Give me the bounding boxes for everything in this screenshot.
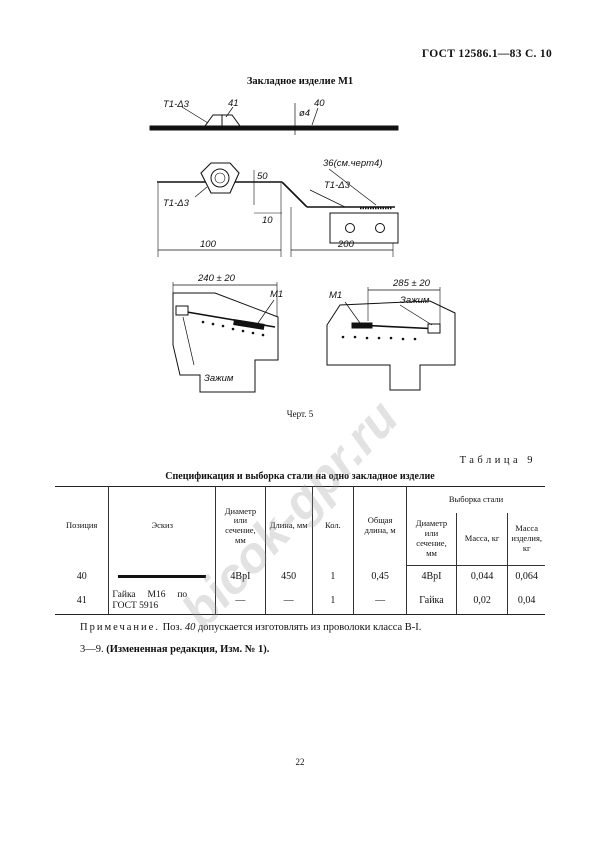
label-dia: ø4 xyxy=(299,108,310,119)
cell-qty: 1 xyxy=(311,565,355,588)
cell-position: 40 xyxy=(55,565,110,588)
label-dim285: 285 ± 20 xyxy=(392,278,431,289)
note-label: Примечание. xyxy=(80,622,160,633)
leader-ref36 xyxy=(328,168,377,206)
label-dim10: 10 xyxy=(262,215,273,226)
label-pos40: 40 xyxy=(314,98,325,109)
clamp-left xyxy=(175,305,189,316)
header-total-length: Общая длина, м xyxy=(353,486,408,566)
block-contour-left xyxy=(172,292,279,393)
cell-sel-diameter: Гайка xyxy=(406,588,457,615)
installation-view-left xyxy=(172,282,279,393)
leader-weld-top xyxy=(181,106,209,124)
cell-position: 41 xyxy=(55,588,110,615)
header-length: Длина, мм xyxy=(264,486,313,566)
clamp-right xyxy=(427,323,441,334)
label-dim200: 200 xyxy=(337,239,355,250)
table-row: 41 Гайка М16 по ГОСТ 5916 — — 1 — Гайка … xyxy=(55,588,545,615)
technical-drawing: Т1-Δ3 41 40 ø4 36(см.черт4) 50 Т1-Δ3 Т1-… xyxy=(149,98,456,393)
cell-total-length: 0,45 xyxy=(353,565,408,588)
label-clamp-right: Зажим xyxy=(400,295,430,306)
plate-hole-right xyxy=(375,223,385,233)
cell-sketch: Гайка М16 по ГОСТ 5916 xyxy=(108,588,217,615)
label-weld-mid-right: Т1-Δ3 xyxy=(324,180,351,191)
label-ref36: 36(см.черт4) xyxy=(323,158,382,169)
specification-table: Позиция Эскиз Диаметр или сечение, мм Дл… xyxy=(55,486,545,615)
note-text-a: Поз. xyxy=(159,622,185,633)
cell-item-mass: 0,04 xyxy=(507,588,545,615)
cell-diameter: — xyxy=(215,588,266,615)
table-row: 40 4ВрI 450 1 0,45 4ВрI 0,044 0,064 xyxy=(55,565,545,588)
nut-hole xyxy=(210,168,230,188)
cell-total-length: — xyxy=(353,588,408,615)
cell-item-mass: 0,064 xyxy=(507,565,545,588)
change-number: 3—9. xyxy=(80,644,107,655)
cell-sketch xyxy=(108,565,217,588)
table-note: Примечание. Поз. 40 допускается изготовл… xyxy=(80,622,421,633)
figure-caption: Черт. 5 xyxy=(286,409,314,419)
cell-length: — xyxy=(264,588,313,615)
label-m1-left: М1 xyxy=(270,289,283,300)
document-header: ГОСТ 12586.1—83 С. 10 xyxy=(421,48,552,60)
header-position: Позиция xyxy=(55,486,110,566)
rod-side-view xyxy=(149,125,399,131)
table-title: Спецификация и выборка стали на одно зак… xyxy=(165,471,435,482)
header-selection: Выборка стали xyxy=(406,486,545,513)
plate-hole-left xyxy=(345,223,355,233)
label-weld-top: Т1-Δ3 xyxy=(163,99,190,110)
label-dim100: 100 xyxy=(200,239,217,250)
change-text: (Измененная редакция, Изм. № 1). xyxy=(106,644,270,655)
cell-sel-mass: 0,02 xyxy=(455,588,509,615)
leader-41 xyxy=(225,106,234,118)
cell-qty: 1 xyxy=(311,588,355,615)
label-m1-right: М1 xyxy=(329,290,342,301)
anchor-plate xyxy=(329,212,399,244)
table-label: Таблица 9 xyxy=(459,455,536,466)
embedded-part-left xyxy=(233,319,265,330)
installation-view-right xyxy=(326,287,456,391)
note-position: 40 xyxy=(184,622,196,633)
header-sketch: Эскиз xyxy=(108,486,217,566)
cell-sel-diameter: 4ВрI xyxy=(406,565,457,588)
header-qty: Кол. xyxy=(311,486,355,566)
cell-length: 450 xyxy=(264,565,313,588)
header-sel-diameter: Диаметр или сечение, мм xyxy=(406,513,457,566)
label-dim240: 240 ± 20 xyxy=(197,273,236,284)
block-contour-right xyxy=(326,300,456,391)
embedded-part-right xyxy=(351,322,373,329)
page-number: 22 xyxy=(295,757,305,767)
label-dim50: 50 xyxy=(257,171,268,182)
label-weld-mid-left: Т1-Δ3 xyxy=(163,198,190,209)
plan-view xyxy=(157,162,399,257)
leader-40 xyxy=(311,107,319,126)
note-text-b: допускается изготовлять из проволоки кла… xyxy=(195,622,422,633)
change-note: 3—9. (Измененная редакция, Изм. № 1). xyxy=(80,644,269,655)
cell-sel-mass: 0,044 xyxy=(455,565,509,588)
drawing-title: Закладное изделие М1 xyxy=(246,76,354,87)
top-view xyxy=(149,103,399,135)
header-sel-mass: Масса, кг xyxy=(455,513,509,566)
header-item-mass: Масса изделия, кг xyxy=(507,513,545,566)
label-clamp-left: Зажим xyxy=(204,373,234,384)
label-pos41: 41 xyxy=(228,98,239,109)
nut-plan-view xyxy=(200,162,240,194)
rod-sketch-icon xyxy=(118,575,207,579)
